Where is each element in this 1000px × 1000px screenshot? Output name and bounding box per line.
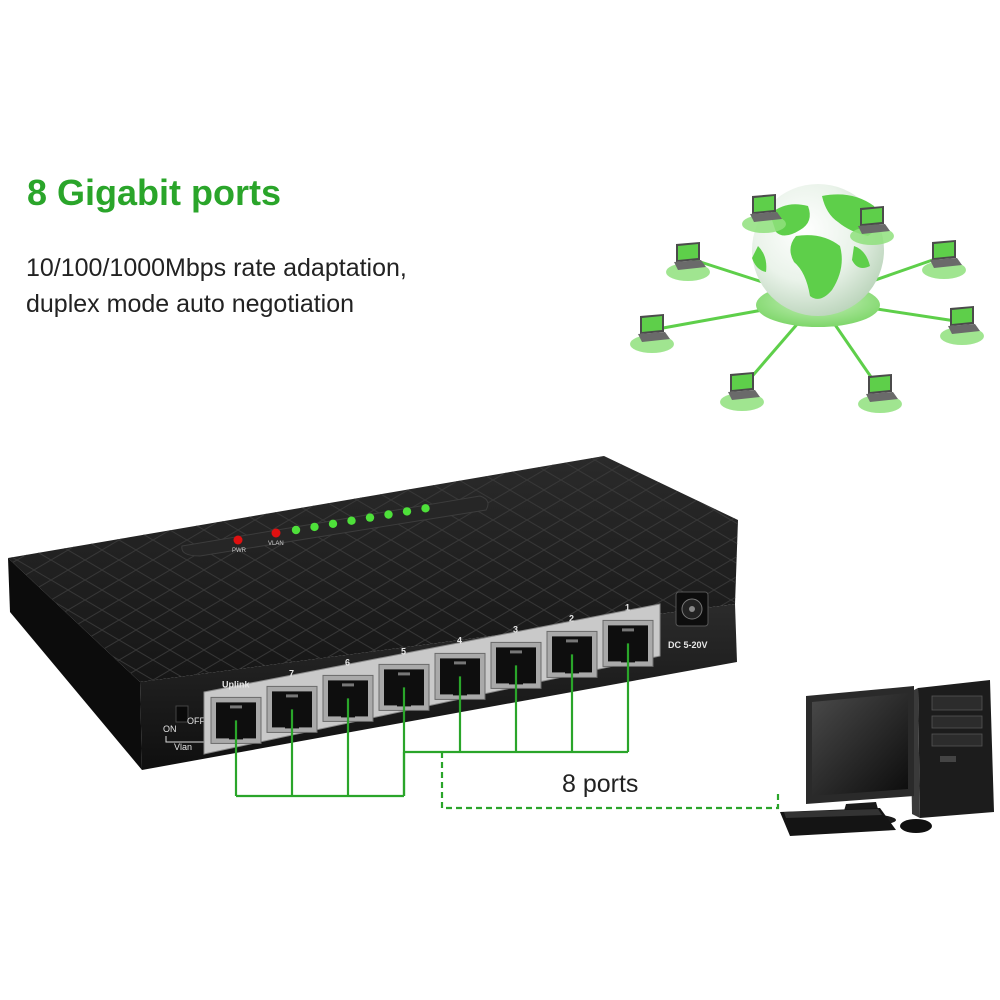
continent-shape — [790, 235, 842, 299]
port-connection-lines — [234, 643, 630, 798]
vlan-label: Vlan — [174, 742, 192, 752]
laptop-icon — [720, 372, 764, 411]
dashed-connection-line — [440, 752, 780, 810]
port-led — [402, 507, 412, 516]
laptop-icon — [666, 242, 710, 281]
power-label: DC 5-20V — [668, 640, 708, 650]
port-led — [347, 516, 356, 525]
laptop-icon — [850, 206, 894, 245]
port-label: 6 — [345, 657, 350, 667]
port-led — [310, 522, 319, 532]
vlan-switch: ON OFF Vlan — [163, 705, 205, 752]
dc-power-jack: DC 5-20V — [668, 591, 709, 650]
laptop-icon — [922, 240, 966, 279]
port-label: 3 — [513, 624, 518, 634]
laptop-icon — [742, 194, 786, 233]
port-led — [384, 510, 393, 519]
continent-shape — [852, 246, 870, 268]
port-label: 1 — [625, 602, 630, 612]
laptop-icon — [630, 314, 674, 353]
headline: 8 Gigabit ports — [27, 172, 282, 213]
port-label: 5 — [401, 646, 406, 656]
power-led — [233, 535, 243, 545]
port-label: 2 — [569, 613, 574, 623]
description-line-1: 10/100/1000Mbps rate adaptation, — [26, 254, 407, 282]
port-led — [365, 513, 375, 522]
feature-description: 10/100/1000Mbps rate adaptation, duplex … — [26, 250, 407, 322]
laptop-icon — [940, 306, 984, 345]
desktop-computer-icon — [780, 680, 994, 836]
globe-network-icon — [630, 184, 984, 413]
continent-shape — [752, 246, 767, 272]
port-led — [328, 519, 338, 528]
vlan-on-label: ON — [163, 724, 177, 734]
port-label: 7 — [289, 668, 294, 678]
vlan-off-label: OFF — [187, 716, 205, 726]
description-line-2: duplex mode auto negotiation — [26, 290, 355, 318]
port-led — [291, 525, 301, 535]
vlan-led — [271, 528, 281, 538]
port-label: Uplink — [222, 679, 250, 689]
laptop-icon — [858, 374, 902, 413]
led-label-pwr: PWR — [232, 548, 247, 554]
port-strip — [203, 603, 661, 755]
port-label: 4 — [457, 635, 462, 645]
led-label-vlan: VLAN — [268, 541, 284, 547]
status-leds: PWR VLAN — [232, 504, 430, 554]
callout-label: 8 ports — [562, 770, 638, 798]
port-led — [421, 504, 430, 513]
